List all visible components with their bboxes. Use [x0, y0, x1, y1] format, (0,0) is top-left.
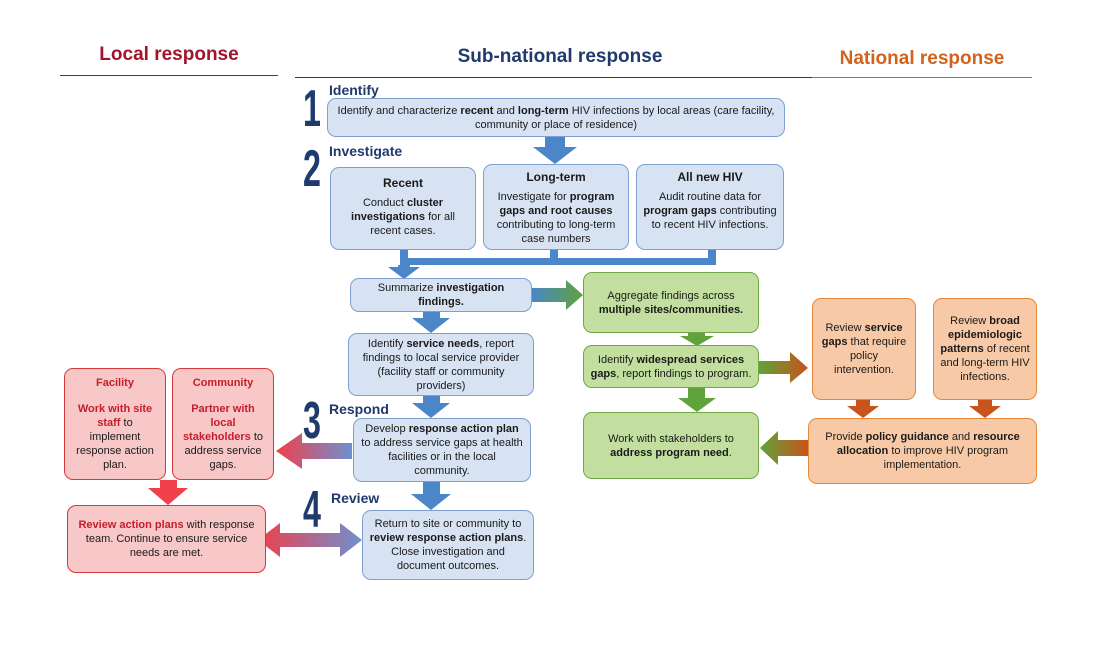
service-needs-box: Identify service needs, report findings …	[348, 333, 534, 396]
step-2-label: Investigate	[329, 143, 403, 159]
step-1-number: 1	[303, 80, 321, 138]
allnew-box: All new HIV Audit routine data for progr…	[636, 164, 784, 250]
arrow-identify-down	[533, 137, 577, 164]
facility-box: Facility Work with site staff to impleme…	[64, 368, 166, 480]
stakeholders-box: Work with stakeholders to address progra…	[583, 412, 759, 479]
summarize-box: Summarize investigation findings.	[350, 278, 532, 312]
return-box: Return to site or community to review re…	[362, 510, 534, 580]
community-box: Community Partner with local stakeholder…	[172, 368, 274, 480]
header-national: National response	[839, 48, 1005, 69]
arrow-investigate-merge	[388, 250, 716, 279]
facility-title: Facility	[96, 377, 134, 389]
allnew-title: All new HIV	[677, 170, 743, 184]
header-national-rule	[812, 77, 1032, 78]
header-subnational-rule	[295, 77, 825, 78]
step-3-number: 3	[303, 392, 321, 450]
arrow-summarize-down	[412, 311, 450, 333]
longterm-title: Long-term	[526, 170, 586, 184]
identify-box: Identify and characterize recent and lon…	[327, 98, 785, 137]
step-1-label: Identify	[329, 82, 379, 98]
recent-title: Recent	[382, 176, 423, 190]
arrow-policy-stakeholders	[760, 431, 808, 465]
arrow-develop-down	[411, 482, 451, 510]
header-subnational: Sub-national response	[457, 46, 663, 67]
arrow-reviewbroad-down	[969, 400, 1001, 418]
review-broad-box: Review broad epidemiologic patterns of r…	[933, 298, 1037, 400]
develop-box: Develop response action plan to address …	[353, 418, 531, 482]
step-4-number: 4	[303, 481, 321, 539]
arrow-serviceneeds-down	[412, 396, 450, 418]
arrow-develop-local	[276, 433, 352, 469]
widespread-box: Identify widespread services gaps, repor…	[583, 345, 759, 388]
header-local-rule	[60, 75, 278, 76]
review-plans-box: Review action plans with response team. …	[67, 505, 266, 573]
aggregate-box: Aggregate findings across multiple sites…	[583, 272, 759, 333]
arrow-reviewgaps-down	[847, 400, 879, 418]
step-3-label: Respond	[329, 401, 389, 417]
step-2-number: 2	[303, 140, 321, 198]
step-4-label: Review	[331, 490, 380, 506]
arrow-widespread-reviewgaps	[758, 352, 808, 383]
review-gaps-box: Review service gaps that require policy …	[812, 298, 916, 400]
recent-box: Recent Conduct cluster investigations fo…	[330, 167, 476, 250]
arrow-review-bidirectional	[258, 523, 362, 557]
arrow-summarize-aggregate	[532, 280, 583, 310]
arrow-aggregate-down	[680, 333, 714, 346]
arrow-facility-down	[148, 480, 188, 505]
policy-box: Provide policy guidance and resource all…	[808, 418, 1037, 484]
header-local: Local response	[99, 44, 239, 65]
community-title: Community	[192, 377, 254, 389]
arrow-widespread-down	[678, 388, 716, 412]
longterm-box: Long-term Investigate for program gaps a…	[483, 164, 629, 250]
